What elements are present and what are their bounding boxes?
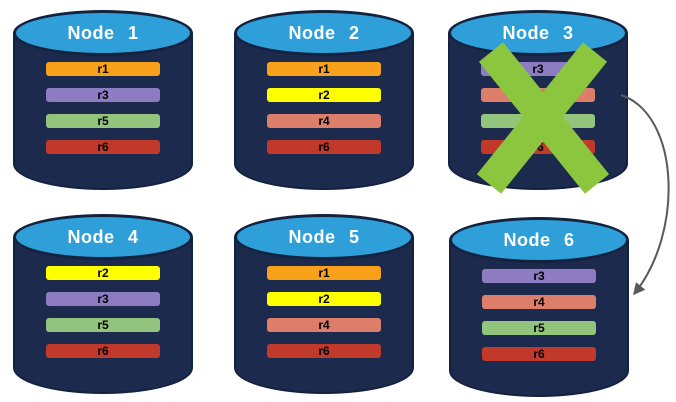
replica-bar: r6 xyxy=(481,140,595,154)
cylinder-top: Node 3 xyxy=(448,10,628,56)
replica-label: r3 xyxy=(97,88,109,102)
replica-label: r6 xyxy=(318,140,330,154)
replica-label: r3 xyxy=(97,292,109,306)
replica-list: r3 r4 r5 r6 xyxy=(448,62,628,154)
node-3: Node 3 r3 r4 r5 r6 xyxy=(448,10,628,190)
node-1: Node 1 r1 r3 r5 r6 xyxy=(13,10,193,190)
replica-bar: r3 xyxy=(482,269,596,283)
replica-label: r5 xyxy=(532,114,544,128)
replica-label: r1 xyxy=(318,266,330,280)
replica-bar: r6 xyxy=(46,140,160,154)
node-title: Node 5 xyxy=(288,226,360,247)
replica-label: r4 xyxy=(318,114,330,128)
replica-bar: r4 xyxy=(481,88,595,102)
replica-bar: r6 xyxy=(46,344,160,358)
replica-bar: r2 xyxy=(46,266,160,280)
node-title: Node 3 xyxy=(502,22,574,43)
replica-bar: r4 xyxy=(482,295,596,309)
cylinder-top: Node 4 xyxy=(13,214,193,260)
replica-label: r3 xyxy=(532,62,544,76)
replica-label: r6 xyxy=(533,347,545,361)
replica-label: r6 xyxy=(97,344,109,358)
replica-bar: r5 xyxy=(481,114,595,128)
replica-label: r5 xyxy=(533,321,545,335)
cylinder-body xyxy=(234,33,414,190)
replica-bar: r5 xyxy=(46,318,160,332)
replica-bar: r2 xyxy=(267,292,381,306)
replica-label: r6 xyxy=(97,140,109,154)
cylinder-top: Node 1 xyxy=(13,10,193,56)
node-6: Node 6 r3 r4 r5 r6 xyxy=(449,217,629,397)
replica-bar: r6 xyxy=(482,347,596,361)
replica-label: r1 xyxy=(97,62,109,76)
replica-bar: r1 xyxy=(267,62,381,76)
replica-label: r2 xyxy=(318,88,330,102)
replica-label: r2 xyxy=(318,292,330,306)
cylinder-top: Node 6 xyxy=(449,217,629,263)
replica-bar: r1 xyxy=(46,62,160,76)
replica-bar: r3 xyxy=(481,62,595,76)
replica-list: r3 r4 r5 r6 xyxy=(449,269,629,361)
replica-label: r3 xyxy=(533,269,545,283)
replica-label: r5 xyxy=(97,114,109,128)
replica-list: r1 r2 r4 r6 xyxy=(234,62,414,154)
replica-label: r1 xyxy=(318,62,330,76)
replica-bar: r4 xyxy=(267,318,381,332)
node-2: Node 2 r1 r2 r4 r6 xyxy=(234,10,414,190)
replica-bar: r6 xyxy=(267,344,381,358)
cylinder-top: Node 2 xyxy=(234,10,414,56)
replica-label: r4 xyxy=(533,295,545,309)
replica-list: r1 r3 r5 r6 xyxy=(13,62,193,154)
replica-bar: r5 xyxy=(482,321,596,335)
cylinder-body xyxy=(13,237,193,394)
replica-label: r6 xyxy=(318,344,330,358)
replica-label: r2 xyxy=(97,266,109,280)
replica-label: r4 xyxy=(532,88,544,102)
replica-bar: r4 xyxy=(267,114,381,128)
replica-bar: r6 xyxy=(267,140,381,154)
replica-bar: r3 xyxy=(46,88,160,102)
replica-list: r1 r2 r4 r6 xyxy=(234,266,414,358)
replica-bar: r3 xyxy=(46,292,160,306)
node-4: Node 4 r2 r3 r5 r6 xyxy=(13,214,193,394)
cylinder-body xyxy=(234,237,414,394)
replica-label: r6 xyxy=(532,140,544,154)
replica-label: r4 xyxy=(318,318,330,332)
node-5: Node 5 r1 r2 r4 r6 xyxy=(234,214,414,394)
replica-bar: r2 xyxy=(267,88,381,102)
cylinder-top: Node 5 xyxy=(234,214,414,260)
node-title: Node 6 xyxy=(503,229,575,250)
replica-bar: r5 xyxy=(46,114,160,128)
node-title: Node 1 xyxy=(67,22,139,43)
node-title: Node 2 xyxy=(288,22,360,43)
replica-label: r5 xyxy=(97,318,109,332)
replica-bar: r1 xyxy=(267,266,381,280)
node-title: Node 4 xyxy=(67,226,139,247)
replica-list: r2 r3 r5 r6 xyxy=(13,266,193,358)
